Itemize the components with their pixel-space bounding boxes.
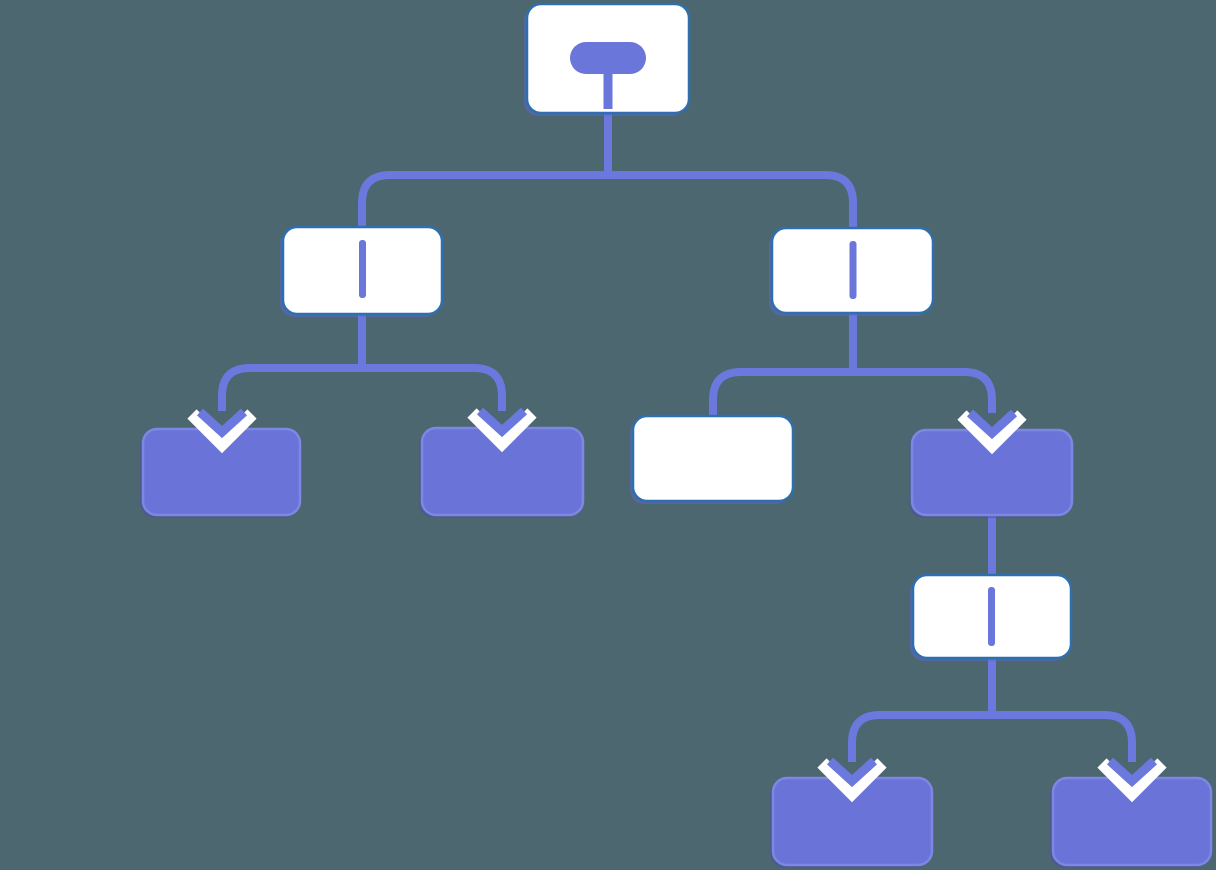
node-plain-box — [631, 414, 795, 503]
node-branch-left[interactable] — [280, 225, 444, 317]
chevron-down-arrowhead-icon — [957, 409, 1027, 455]
node-leaf-c[interactable] — [770, 776, 934, 868]
node-branch-bottom[interactable] — [910, 573, 1073, 661]
arrowheads — [187, 407, 1167, 803]
vertical-divider-icon — [988, 587, 995, 646]
node-leaf-b[interactable] — [419, 426, 585, 518]
vertical-divider-icon — [359, 240, 366, 298]
edge-branch-right-split-bar — [709, 368, 996, 417]
chevron-down-arrowhead-icon — [817, 757, 887, 803]
edge-branch-left-split-bar — [218, 364, 506, 411]
node-branch-right[interactable] — [769, 226, 935, 316]
edges — [218, 110, 1136, 762]
chevron-down-arrowhead-icon — [467, 407, 537, 453]
node-leaf-d[interactable] — [1050, 776, 1213, 868]
node-plain[interactable] — [630, 414, 795, 504]
vertical-divider-icon — [849, 241, 857, 299]
edge-root-split-bar — [358, 171, 857, 230]
node-root[interactable] — [524, 2, 691, 116]
chevron-down-arrowhead-icon — [187, 408, 257, 454]
edge-branch-bottom-split-bar — [848, 711, 1136, 762]
node-collector-mid[interactable] — [909, 428, 1074, 518]
node-leaf-a[interactable] — [140, 427, 302, 518]
chevron-down-arrowhead-icon — [1097, 757, 1167, 803]
tree-root-icon — [570, 42, 646, 109]
